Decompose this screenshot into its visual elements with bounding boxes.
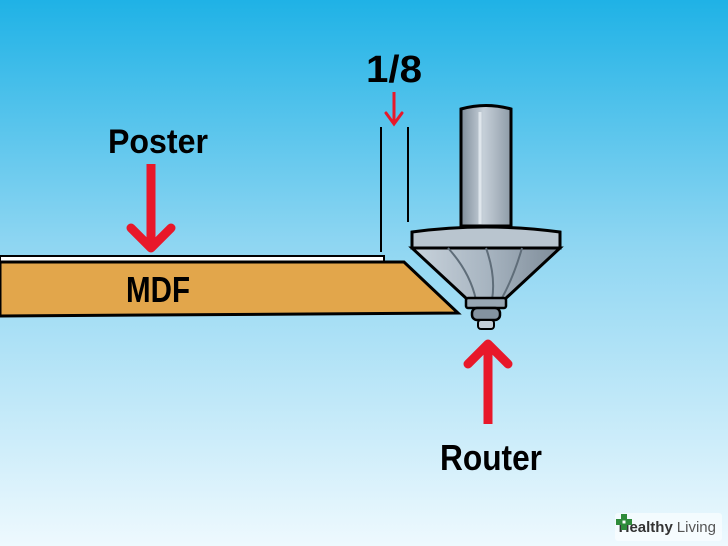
label-router: Router [440,437,542,478]
router-bit [408,104,564,330]
measure-arrow [384,92,404,127]
label-measure: 1/8 [366,49,422,91]
watermark: Healthy Living [614,513,722,541]
router-bit-collar [410,225,562,250]
poster-arrow [126,164,176,253]
label-poster: Poster [108,123,208,161]
watermark-brand-bold: Healthy [618,518,673,536]
router-bit-shank [459,104,513,228]
router-bit-bearing [464,296,508,310]
router-arrow [463,339,513,424]
watermark-brand-light: Living [676,518,716,536]
plus-cross-icon [615,514,632,530]
label-mdf: MDF [126,269,190,310]
mdf-board [0,260,462,318]
